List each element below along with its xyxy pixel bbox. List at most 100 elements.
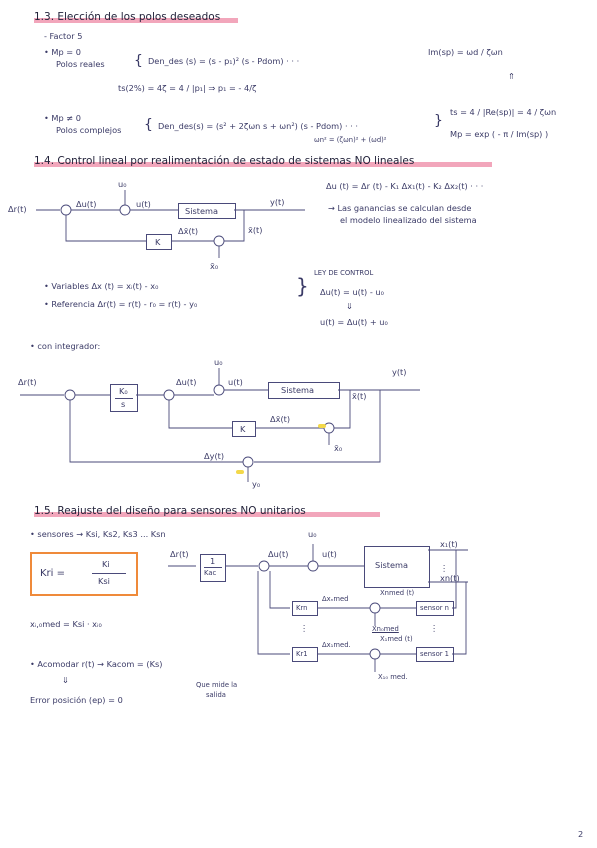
d2-dxbar-label: Δx̄(t) bbox=[270, 414, 291, 424]
ley-eq-1: Δu(t) = u(t) - u₀ bbox=[320, 287, 384, 297]
ximed-eq: xᵢ,₀med = Ksi · xᵢ₀ bbox=[30, 619, 102, 629]
kri-num: Ki bbox=[102, 559, 110, 569]
gains-note-2: el modelo linealizado del sistema bbox=[340, 215, 477, 225]
fraction-bar bbox=[92, 573, 126, 574]
d3-kac-block: 1 Kac bbox=[200, 554, 226, 582]
d3-kr1-label: Kr1 bbox=[296, 650, 308, 658]
d3-x1-label: x₁(t) bbox=[440, 539, 458, 549]
d3-sensor-n-block: sensor n bbox=[416, 601, 454, 616]
implies-arrow: ⇑ bbox=[508, 71, 515, 81]
section-1-3-title: 1.3. Elección de los polos deseados bbox=[34, 11, 221, 23]
d3-xnmed-label: Xnmed (t) bbox=[380, 589, 415, 597]
d1-du-label: Δu(t) bbox=[76, 199, 97, 209]
d3-one-label: 1 bbox=[210, 556, 216, 566]
title-highlight bbox=[34, 18, 238, 23]
kri-formula-box: Kri = Ki Ksi bbox=[30, 552, 138, 596]
d1-dxbar-label: Δx̄(t) bbox=[178, 226, 199, 236]
d1-xbar-label: x̄(t) bbox=[248, 225, 263, 235]
mp-complex-eq: Mp = exp ( - π / Im(sp) ) bbox=[450, 129, 549, 139]
d1-u0-label: u₀ bbox=[118, 179, 127, 189]
d3-krn-block: Krn bbox=[292, 601, 318, 616]
d1-dr-label: Δr(t) bbox=[8, 204, 27, 214]
integrador-label: • con integrador: bbox=[30, 341, 101, 351]
ley-eq-2: u(t) = Δu(t) + u₀ bbox=[320, 317, 388, 327]
d3-dx1med-label: Δx₁med. bbox=[322, 641, 351, 649]
ley-arrow: ⇓ bbox=[346, 301, 353, 311]
d2-sistema-block: Sistema bbox=[268, 382, 340, 399]
d3-sensor-n-label: sensor n bbox=[420, 604, 449, 612]
d3-sistema-label: Sistema bbox=[375, 560, 408, 570]
d1-x0-label: x̄₀ bbox=[210, 261, 219, 271]
acomodar-line: • Acomodar r(t) → Kacom = (Ks) bbox=[30, 659, 163, 669]
d1-y-label: y(t) bbox=[270, 197, 285, 207]
d3-xnomed-label: Xn₀med bbox=[372, 625, 399, 633]
section-1-4-title: 1.4. Control lineal por realimentación d… bbox=[34, 155, 415, 167]
kri-den: Ksi bbox=[98, 576, 110, 586]
brace: } bbox=[434, 113, 443, 129]
factor-text: - Factor 5 bbox=[44, 31, 83, 41]
mide-note-2: salida bbox=[206, 691, 226, 699]
d2-k-block: K bbox=[232, 421, 256, 437]
d2-y0-label: y₀ bbox=[252, 479, 261, 489]
d3-kr1-block: Kr1 bbox=[292, 647, 318, 662]
delta-u-eq: Δu (t) = Δr (t) - K₁ Δx₁(t) - K₂ Δx₂(t) … bbox=[326, 181, 484, 191]
mp-nonzero-text: • Mp ≠ 0 bbox=[44, 113, 81, 123]
mp-zero-text: • Mp = 0 bbox=[44, 47, 81, 57]
d3-du-label: Δu(t) bbox=[268, 549, 289, 559]
den-complex-eq: Den_des(s) = (s² + 2ζωn s + ωn²) (s - Pd… bbox=[158, 121, 358, 131]
highlight-mark bbox=[236, 470, 244, 474]
title-highlight bbox=[34, 162, 492, 167]
d2-du-label: Δu(t) bbox=[176, 377, 197, 387]
d2-dr-label: Δr(t) bbox=[18, 377, 37, 387]
brace: { bbox=[134, 53, 143, 69]
d3-krn-label: Krn bbox=[296, 604, 308, 612]
d3-x10med-label: X₁₀ med. bbox=[378, 673, 408, 681]
d2-k0-label: K₀ bbox=[119, 386, 128, 396]
polos-complejos-label: Polos complejos bbox=[56, 125, 122, 135]
title-highlight bbox=[34, 512, 380, 517]
brace: { bbox=[144, 117, 153, 133]
d2-s-label: s bbox=[121, 399, 126, 409]
ts-real-eq: ts(2%) = 4ζ = 4 / |p₁| ⇒ p₁ = - 4/ζ bbox=[118, 83, 257, 93]
d2-y-label: y(t) bbox=[392, 367, 407, 377]
ley-control-title: LEY DE CONTROL bbox=[314, 269, 374, 277]
d3-dots: ⋮ bbox=[430, 623, 439, 633]
d1-u-label: u(t) bbox=[136, 199, 151, 209]
kri-lhs: Kri = bbox=[40, 568, 66, 579]
d3-sistema-block: Sistema bbox=[364, 546, 430, 588]
page-number: 2 bbox=[578, 829, 584, 839]
polos-reales-label: Polos reales bbox=[56, 59, 105, 69]
implies-arrow: ⇓ bbox=[62, 675, 69, 685]
d3-dr-label: Δr(t) bbox=[170, 549, 189, 559]
d1-k-label: K bbox=[155, 237, 161, 247]
gains-note-1: → Las ganancias se calculan desde bbox=[328, 203, 472, 213]
d3-xn-label: xn(t) bbox=[440, 573, 460, 583]
sensores-line: • sensores → Ksi, Ks2, Ks3 ... Ksn bbox=[30, 529, 166, 539]
im-sp-eq: Im(sp) = ωd / ζωn bbox=[428, 47, 503, 57]
d1-k-block: K bbox=[146, 234, 172, 250]
d2-sistema-label: Sistema bbox=[281, 385, 314, 395]
d2-xbar-label: x̄(t) bbox=[352, 391, 367, 401]
d3-dxnmed-label: Δxₙmed bbox=[322, 595, 349, 603]
d1-sistema-block: Sistema bbox=[178, 203, 236, 219]
brace: } bbox=[296, 274, 309, 298]
d3-x1med-label: X₁med (t) bbox=[380, 635, 413, 643]
d2-dy-label: Δy(t) bbox=[204, 451, 225, 461]
d3-sensor-1-block: sensor 1 bbox=[416, 647, 454, 662]
fraction-bar bbox=[115, 398, 133, 399]
d3-dots: ⋮ bbox=[440, 563, 449, 573]
highlight-mark bbox=[318, 424, 326, 428]
fraction-bar bbox=[204, 567, 222, 568]
mide-note-1: Que mide la bbox=[196, 681, 238, 689]
ts-complex-eq: ts = 4 / |Re(sp)| = 4 / ζωn bbox=[450, 107, 557, 117]
d2-u-label: u(t) bbox=[228, 377, 243, 387]
d3-u-label: u(t) bbox=[322, 549, 337, 559]
referencia-line: • Referencia Δr(t) = r(t) - r₀ = r(t) - … bbox=[44, 299, 198, 309]
d2-u0-label: u₀ bbox=[214, 357, 223, 367]
omega-eq: ωn² = (ζωn)² + (ωd)² bbox=[314, 136, 387, 144]
d1-sistema-label: Sistema bbox=[185, 206, 218, 216]
error-line: Error posición (ep) = 0 bbox=[30, 695, 123, 705]
